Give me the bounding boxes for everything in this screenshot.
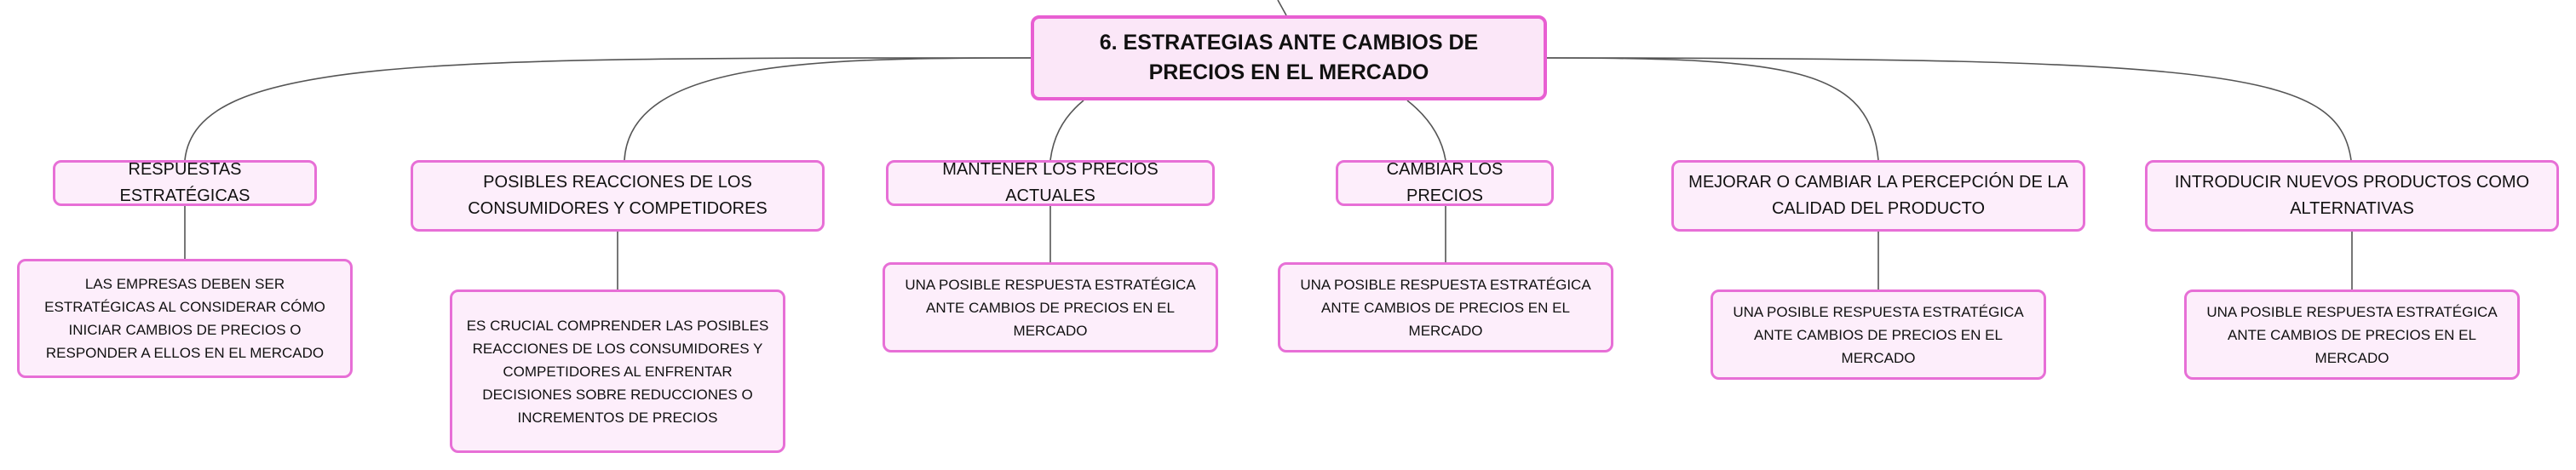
root-topic-title: 6. ESTRATEGIAS ANTE CAMBIOS DE PRECIOS E… <box>1099 31 1479 84</box>
topic-label: INTRODUCIR NUEVOS PRODUCTOS COMO ALTERNA… <box>2174 173 2530 218</box>
topic-label: MANTENER LOS PRECIOS ACTUALES <box>942 160 1159 205</box>
detail-text: UNA POSIBLE RESPUESTA ESTRATÉGICA ANTE C… <box>905 276 1196 339</box>
detail-text: LAS EMPRESAS DEBEN SER ESTRATÉGICAS AL C… <box>44 276 325 361</box>
detail-posibles-reacciones[interactable]: ES CRUCIAL COMPRENDER LAS POSIBLES REACC… <box>450 289 785 453</box>
connector-to-parent <box>1277 0 1287 16</box>
topic-label: RESPUESTAS ESTRATÉGICAS <box>119 160 250 205</box>
detail-mantener-precios[interactable]: UNA POSIBLE RESPUESTA ESTRATÉGICA ANTE C… <box>883 262 1218 352</box>
connector-root-branch-2 <box>624 57 1032 161</box>
connector-root-branch-6 <box>1546 57 2352 161</box>
detail-introducir-nuevos-productos[interactable]: UNA POSIBLE RESPUESTA ESTRATÉGICA ANTE C… <box>2184 289 2520 380</box>
topic-mantener-precios[interactable]: MANTENER LOS PRECIOS ACTUALES <box>886 160 1215 206</box>
detail-cambiar-precios[interactable]: UNA POSIBLE RESPUESTA ESTRATÉGICA ANTE C… <box>1278 262 1613 352</box>
root-topic-node[interactable]: 6. ESTRATEGIAS ANTE CAMBIOS DE PRECIOS E… <box>1031 15 1547 100</box>
connector-root-branch-1 <box>184 57 1032 161</box>
detail-text: UNA POSIBLE RESPUESTA ESTRATÉGICA ANTE C… <box>1733 303 2024 366</box>
connector-root-branch-3 <box>1049 100 1084 161</box>
topic-introducir-nuevos-productos[interactable]: INTRODUCIR NUEVOS PRODUCTOS COMO ALTERNA… <box>2145 160 2559 232</box>
topic-label: POSIBLES REACCIONES DE LOS CONSUMIDORES … <box>468 173 768 218</box>
topic-mejorar-percepcion[interactable]: MEJORAR O CAMBIAR LA PERCEPCIÓN DE LA CA… <box>1671 160 2085 232</box>
connector-root-branch-4 <box>1406 100 1446 161</box>
detail-text: UNA POSIBLE RESPUESTA ESTRATÉGICA ANTE C… <box>1300 276 1591 339</box>
topic-label: MEJORAR O CAMBIAR LA PERCEPCIÓN DE LA CA… <box>1688 173 2068 218</box>
connector-root-branch-5 <box>1546 57 1879 161</box>
topic-posibles-reacciones[interactable]: POSIBLES REACCIONES DE LOS CONSUMIDORES … <box>411 160 825 232</box>
detail-text: UNA POSIBLE RESPUESTA ESTRATÉGICA ANTE C… <box>2206 303 2498 366</box>
topic-label: CAMBIAR LOS PRECIOS <box>1386 160 1504 205</box>
topic-cambiar-precios[interactable]: CAMBIAR LOS PRECIOS <box>1336 160 1554 206</box>
detail-respuestas-estrategicas[interactable]: LAS EMPRESAS DEBEN SER ESTRATÉGICAS AL C… <box>17 259 353 378</box>
detail-mejorar-percepcion[interactable]: UNA POSIBLE RESPUESTA ESTRATÉGICA ANTE C… <box>1711 289 2046 380</box>
topic-respuestas-estrategicas[interactable]: RESPUESTAS ESTRATÉGICAS <box>53 160 317 206</box>
detail-text: ES CRUCIAL COMPRENDER LAS POSIBLES REACC… <box>466 317 769 426</box>
